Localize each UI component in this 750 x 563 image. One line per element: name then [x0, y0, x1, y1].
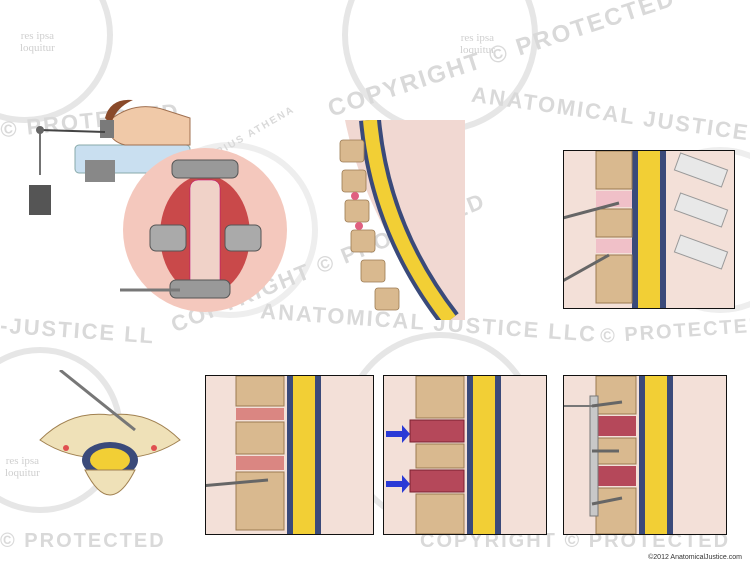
watermark-motto-line1: res ipsa [5, 455, 40, 467]
watermark-motto-line1: res ipsa [20, 30, 55, 42]
vertebral-bodies [595, 151, 633, 304]
curette-instrument [206, 478, 269, 488]
vertebra [341, 169, 367, 193]
traction-weight [29, 185, 51, 215]
spinal-cord [90, 448, 130, 472]
posterior-elements [673, 152, 729, 270]
bone-grafts-illustration [384, 376, 546, 534]
axial-vertebra-illustration [39, 370, 181, 496]
discectomy-tools-illustration [564, 151, 734, 308]
vertebra [595, 487, 637, 534]
footer-copyright: ©2012 AnatomicalJustice.com [648, 554, 742, 561]
bone-graft [596, 466, 636, 486]
pulley-icon [36, 126, 44, 134]
disc-removal-illustration [206, 376, 373, 534]
head-clamp [100, 120, 114, 138]
insertion-arrow-icon [386, 425, 410, 443]
surgical-instrument [564, 201, 620, 220]
vertebral-bodies [235, 376, 285, 531]
bone-graft [409, 469, 465, 493]
retractor-left [149, 224, 187, 252]
watermark-motto-left: res ipsa loquitur [20, 30, 55, 54]
watermark-protected-bottom: © PROTECTED [0, 530, 166, 552]
herniation-marker [351, 192, 359, 200]
vertebra [415, 376, 465, 419]
disc-space [236, 408, 284, 420]
vertebra [350, 229, 376, 253]
watermark-motto-bottom: res ipsa loquitur [5, 455, 40, 479]
surgical-instrument [564, 253, 610, 282]
herniated-disc [596, 239, 632, 253]
retractor-right [224, 224, 262, 252]
screw-icon [591, 400, 623, 408]
traction-rope [39, 129, 106, 133]
watermark-motto-top: res ipsa loquitur [460, 32, 495, 56]
insertion-arrow-icon [386, 475, 410, 493]
vertebra [415, 493, 465, 534]
watermark-motto-line2: loquitur [20, 42, 55, 54]
spinal-cord [363, 120, 456, 320]
panel-bone-grafts [383, 375, 547, 535]
nerve-root-marker [63, 445, 69, 451]
vertebra [235, 376, 285, 407]
anterior-plate [589, 395, 599, 517]
watermark-motto-line1: res ipsa [460, 32, 495, 44]
retractor-top [171, 159, 239, 179]
sagittal-spine-illustration [339, 120, 465, 320]
vertebra [360, 259, 386, 283]
vertebra [595, 254, 633, 304]
vertebral-bodies [595, 376, 637, 534]
watermark-motto-line2: loquitur [460, 44, 495, 56]
surgical-exposure-illustration [120, 148, 287, 312]
vertebra [374, 287, 400, 311]
herniation-marker [355, 222, 363, 230]
exposed-vertebrae [189, 179, 221, 291]
vertebra [344, 199, 370, 223]
vertebral-bodies [415, 376, 465, 534]
panel-disc-removal [205, 375, 374, 535]
vertebra [595, 151, 633, 190]
vertebra [235, 421, 285, 455]
patient-hair [105, 99, 133, 125]
vertebra [339, 139, 365, 163]
screw-icon [591, 496, 623, 506]
bone-graft [596, 416, 636, 436]
vertebral-bodies [339, 139, 400, 311]
bone-graft [409, 419, 465, 443]
panel-discectomy-tools [563, 150, 735, 309]
screws [591, 400, 623, 506]
spinous-process [84, 469, 136, 496]
traction-frame [85, 160, 115, 182]
nerve-root-marker [151, 445, 157, 451]
vertebra [595, 208, 633, 238]
panel-plate-fixation [563, 375, 727, 535]
plate-fixation-illustration [564, 376, 726, 534]
herniated-disc [596, 191, 632, 207]
surgical-instrument [59, 370, 136, 432]
watermark-copyright-bottom: COPYRIGHT © PROTECTED [420, 530, 731, 552]
disc-space [236, 456, 284, 470]
vertebra [595, 376, 637, 415]
vertebra [415, 443, 465, 469]
watermark-motto-line2: loquitur [5, 467, 40, 479]
